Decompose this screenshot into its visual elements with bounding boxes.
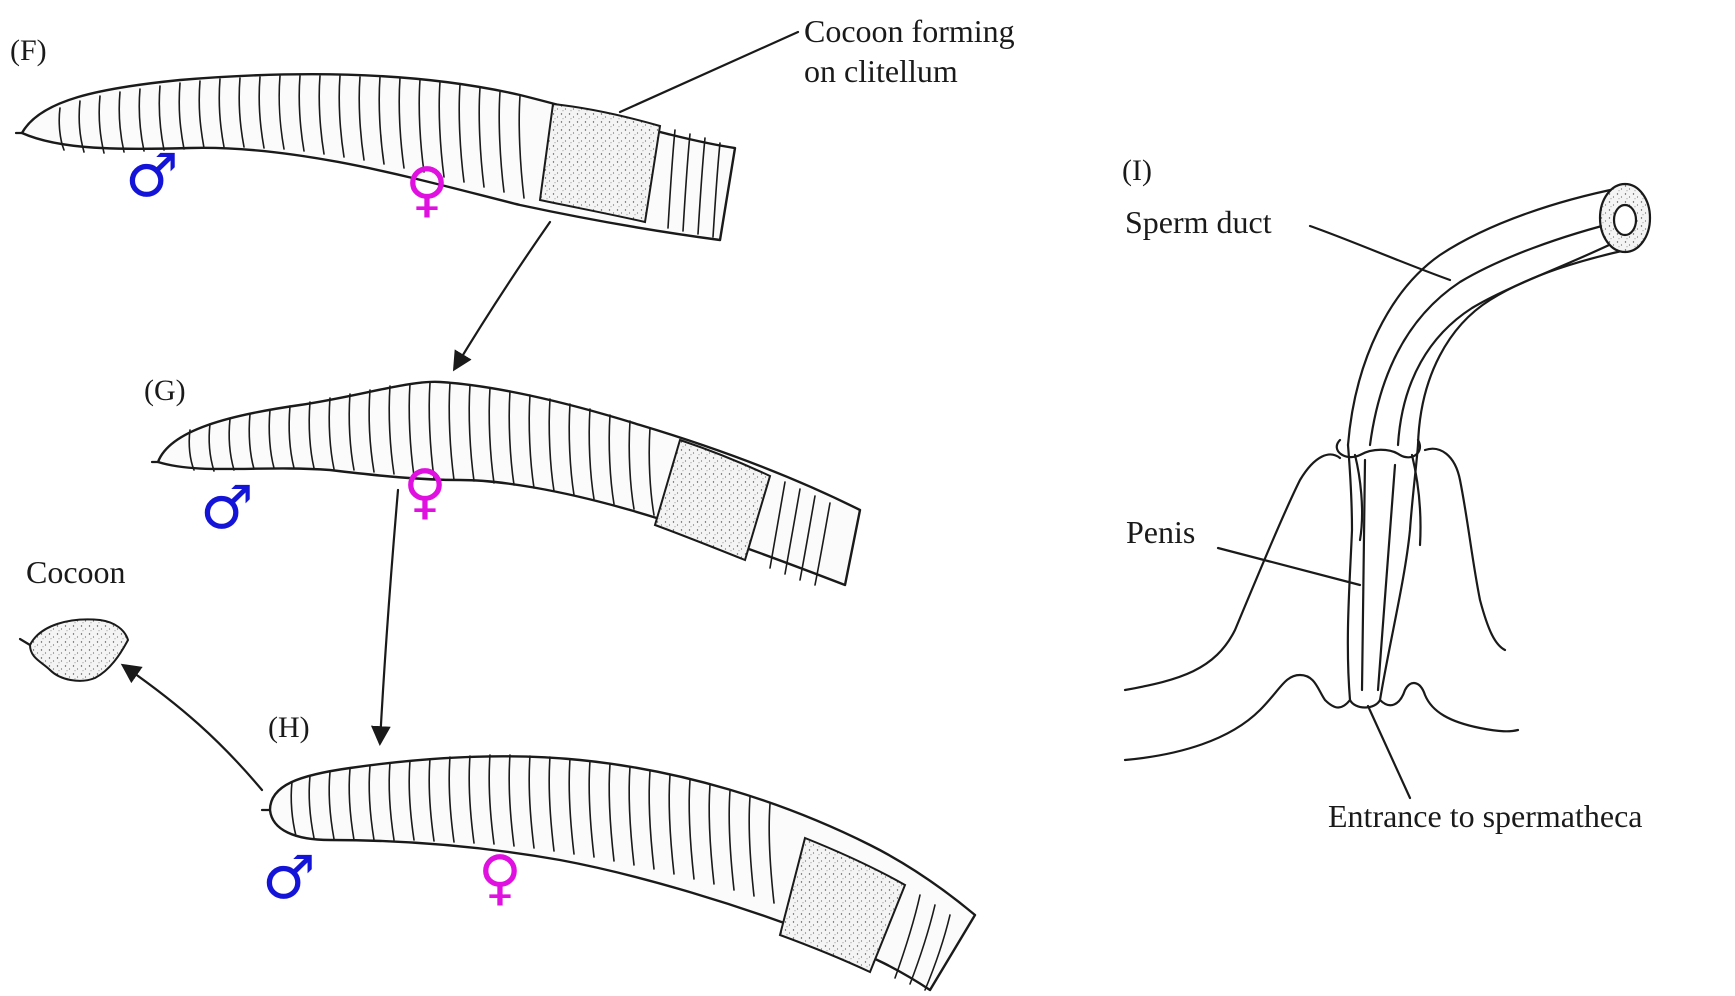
cocoon-label: Cocoon xyxy=(26,554,126,590)
panel-label-g: (G) xyxy=(144,374,186,407)
worm-h xyxy=(262,755,975,990)
leader-sperm-duct xyxy=(1310,226,1450,280)
panel-label-f: (F) xyxy=(10,34,47,67)
female-symbol-h: ♀ xyxy=(478,843,522,913)
arrow-f-to-g xyxy=(455,222,550,368)
male-symbol-f: ♂ xyxy=(125,141,179,211)
annotation-leader-line-f xyxy=(620,32,798,112)
worm-g xyxy=(152,382,860,585)
penis xyxy=(1348,445,1418,708)
leader-entrance xyxy=(1368,706,1410,798)
arrow-h-to-cocoon xyxy=(124,666,262,790)
male-symbol-h: ♂ xyxy=(262,843,316,913)
annotation-on-clitellum: on clitellum xyxy=(804,53,958,89)
reproductive-organs-i xyxy=(1125,184,1650,760)
female-symbol-g: ♀ xyxy=(403,457,447,527)
male-symbol-g: ♂ xyxy=(200,473,254,543)
body-wall-right xyxy=(1425,449,1505,650)
panel-label-i: (I) xyxy=(1122,154,1152,187)
worm-f xyxy=(16,74,735,240)
label-entrance-to-spermatheca: Entrance to spermatheca xyxy=(1328,798,1643,834)
arrow-g-to-h xyxy=(380,490,398,742)
sperm-duct xyxy=(1348,188,1620,445)
cocoon xyxy=(30,619,128,680)
label-sperm-duct: Sperm duct xyxy=(1125,204,1272,240)
female-symbol-f: ♀ xyxy=(405,155,449,225)
annotation-cocoon-forming: Cocoon forming xyxy=(804,13,1015,49)
label-penis: Penis xyxy=(1126,514,1195,550)
panel-label-h: (H) xyxy=(268,711,310,744)
clitellum-f xyxy=(540,104,660,222)
leader-penis xyxy=(1218,548,1360,585)
